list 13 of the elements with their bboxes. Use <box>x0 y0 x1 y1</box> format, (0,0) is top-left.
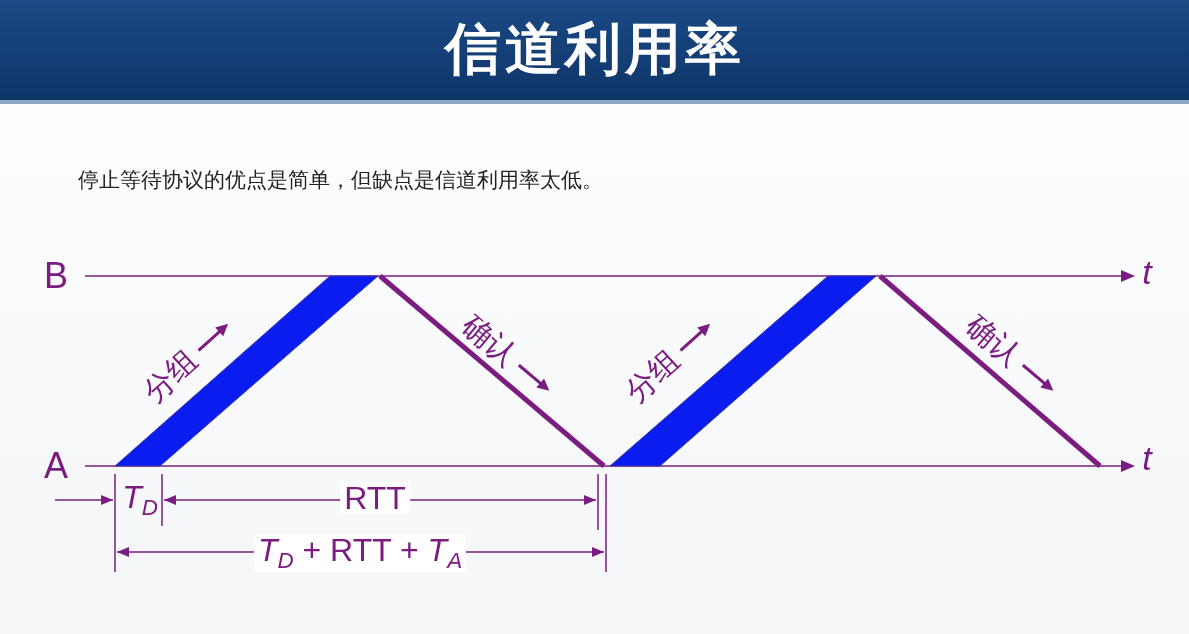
arrow-label: 分组 <box>137 344 203 408</box>
duration-label: T$_{D}$ + RTT + T$_{A}$ <box>253 533 467 573</box>
arrow-label: 分组 <box>619 344 685 408</box>
description-text: 停止等待协议的优点是简单，但缺点是信道利用率太低。 <box>78 167 603 194</box>
duration-label: RTT <box>340 482 410 514</box>
arrow-label: 确认 <box>457 309 523 372</box>
arrow-label: 确认 <box>961 309 1027 372</box>
title: 信道利用率 <box>444 15 745 83</box>
duration-label: T$_{D}$ <box>121 480 159 520</box>
axis-label: t <box>1141 441 1154 475</box>
axis-label: B <box>43 258 69 294</box>
axis-label: A <box>43 448 69 484</box>
axis-label: t <box>1141 255 1154 289</box>
